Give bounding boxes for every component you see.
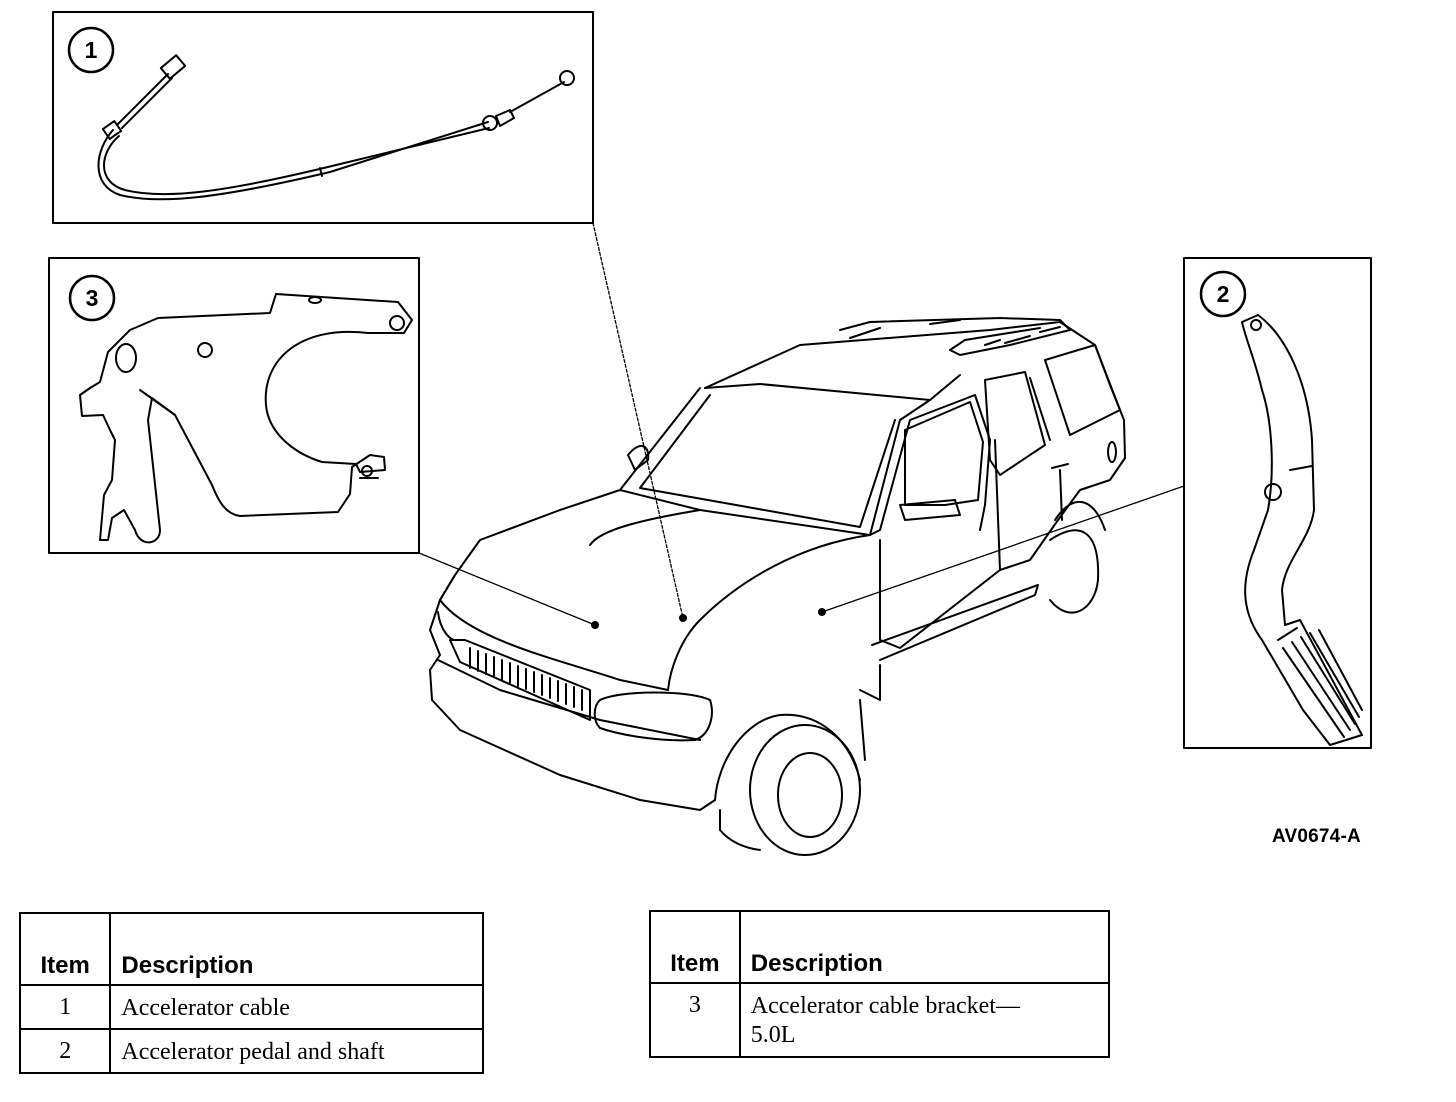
callout-3-panel: 3 <box>48 257 599 629</box>
table-row: 1 Accelerator cable <box>18 984 484 1030</box>
item-number: 1 <box>18 984 112 1030</box>
item-number: 3 <box>649 982 741 1058</box>
description-line-1: Accelerator cable bracket— <box>750 993 1020 1019</box>
header-description: Description <box>109 912 484 986</box>
callout-1-label: 1 <box>85 37 98 63</box>
header-item: Item <box>649 910 741 984</box>
table-header-row: Item Description <box>18 912 484 986</box>
legend-table-2: Item Description 3 Accelerator cable bra… <box>649 910 1111 1058</box>
legend-table-1: Item Description 1 Accelerator cable 2 A… <box>18 912 484 1074</box>
callout-2-label: 2 <box>1217 281 1230 307</box>
item-description: Accelerator pedal and shaft <box>109 1028 484 1074</box>
callout-3-label: 3 <box>86 285 99 311</box>
callout-1-panel: 1 <box>52 11 594 224</box>
table-row: 3 Accelerator cable bracket— 5.0L <box>649 982 1111 1058</box>
leader-line-2 <box>821 485 1185 613</box>
accelerator-cable-drawing <box>97 54 575 201</box>
accelerator-pedal-drawing <box>1241 314 1363 746</box>
item-description: Accelerator cable bracket— 5.0L <box>738 982 1111 1058</box>
leader-line-1 <box>592 222 684 619</box>
figure-code: AV0674-A <box>1272 826 1361 847</box>
diagram-artwork: 1 3 <box>48 11 1372 856</box>
leader-line-3 <box>418 552 596 626</box>
item-number: 2 <box>18 1028 112 1074</box>
item-description: Accelerator cable <box>109 984 484 1030</box>
table-row: 2 Accelerator pedal and shaft <box>18 1028 484 1074</box>
header-item: Item <box>18 912 112 986</box>
cable-bracket-drawing <box>79 293 413 544</box>
description-line-2: 5.0L <box>750 1022 796 1048</box>
callout-2-panel: 2 <box>818 257 1372 749</box>
vehicle-drawing <box>429 317 1126 856</box>
table-header-row: Item Description <box>649 910 1111 984</box>
header-description: Description <box>738 910 1111 984</box>
